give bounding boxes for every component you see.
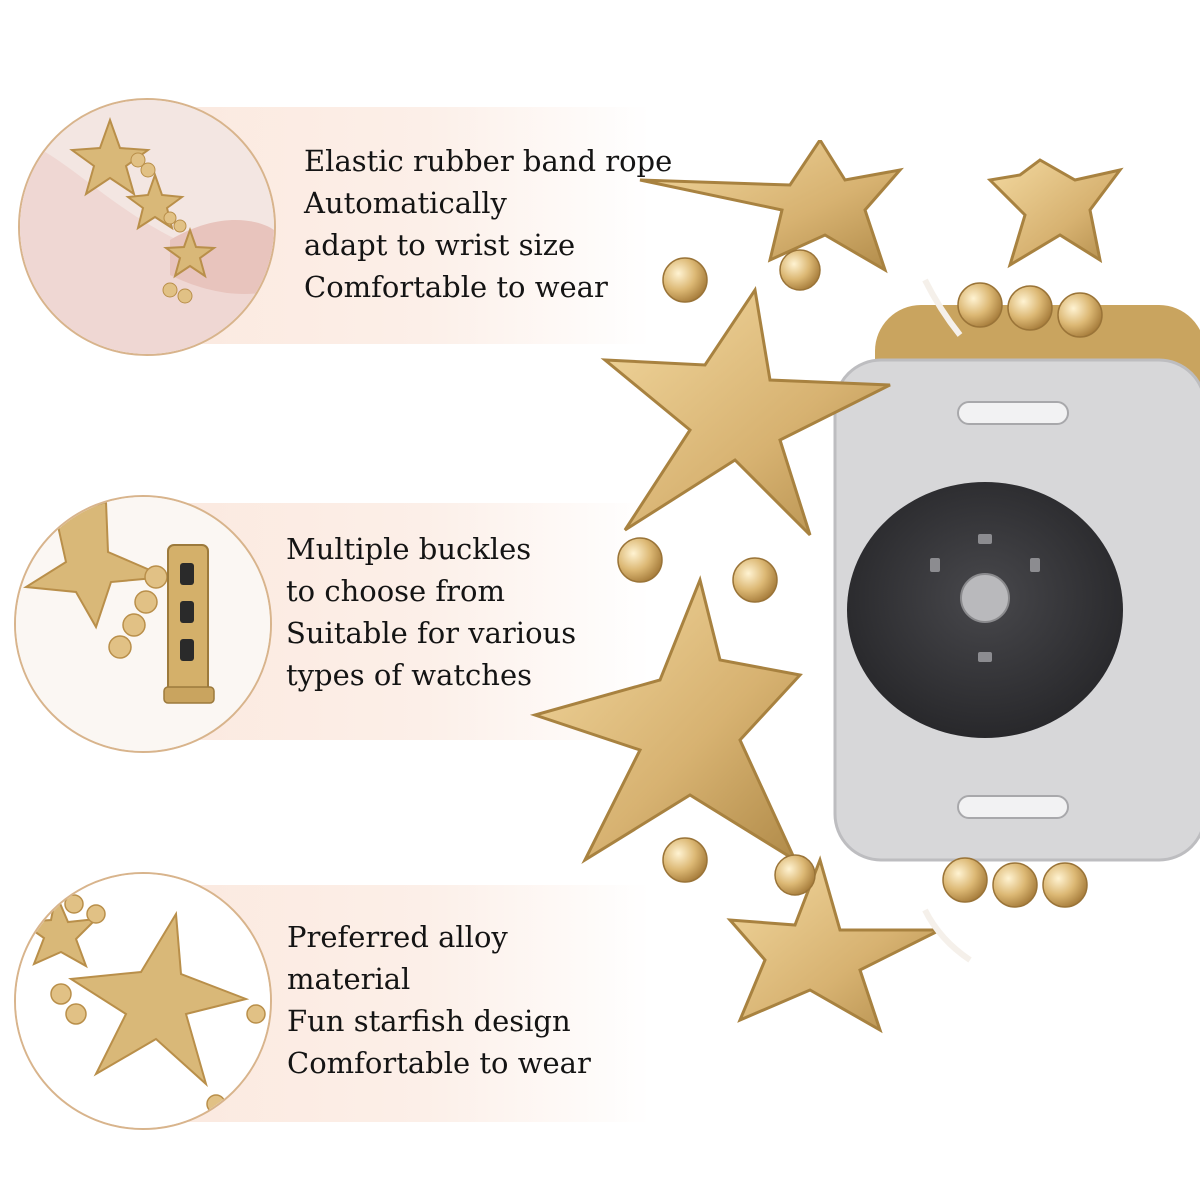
starfish-icon	[69, 117, 151, 197]
buckle-illustration	[16, 497, 270, 751]
feature-line: Comfortable to wear	[287, 1046, 591, 1080]
feature-line: Suitable for various	[286, 616, 577, 650]
detail-photo-buckle	[14, 495, 272, 753]
feature-list-buckles: Multiple buckles to choose from Suitable…	[286, 528, 576, 696]
feature-line: material	[287, 962, 411, 996]
feature-line: Preferred alloy	[287, 920, 508, 954]
starfish-icon	[639, 140, 904, 274]
watch-connector	[163, 544, 215, 704]
wrist-illustration	[20, 100, 274, 354]
feature-line: to choose from	[286, 574, 505, 608]
bead-icon	[108, 565, 168, 659]
detail-photo-wrist	[18, 98, 276, 356]
bead-icon	[617, 249, 1103, 908]
band-links	[529, 140, 1124, 1034]
feature-line: Elastic rubber band rope	[304, 144, 673, 178]
starfish-watch-band	[529, 140, 1200, 1034]
feature-list-material: Preferred alloy material Fun starfish de…	[287, 916, 591, 1084]
starfish-icon	[529, 575, 803, 865]
elastic-rope	[922, 278, 972, 963]
feature-line: types of watches	[286, 658, 533, 692]
detail-photo-starfish	[14, 872, 272, 1130]
bead-icon	[130, 152, 193, 304]
feature-line: Comfortable to wear	[304, 270, 608, 304]
product-image	[520, 140, 1200, 1040]
sensor-icon	[847, 482, 1123, 738]
starfish-icon	[726, 855, 941, 1034]
starfish-icon	[68, 910, 250, 1088]
starfish-icon	[600, 286, 891, 537]
starfish-icon	[163, 226, 217, 279]
starfish-icon	[22, 500, 167, 630]
feature-line: adapt to wrist size	[304, 228, 576, 262]
watch-icon	[833, 305, 1200, 862]
starfish-illustration	[16, 874, 270, 1128]
feature-line: Multiple buckles	[286, 532, 532, 566]
starfish-icon	[986, 158, 1124, 269]
feature-list-elastic: Elastic rubber band rope Automatically a…	[304, 140, 672, 308]
feature-line: Fun starfish design	[287, 1004, 571, 1038]
feature-line: Automatically	[304, 186, 507, 220]
